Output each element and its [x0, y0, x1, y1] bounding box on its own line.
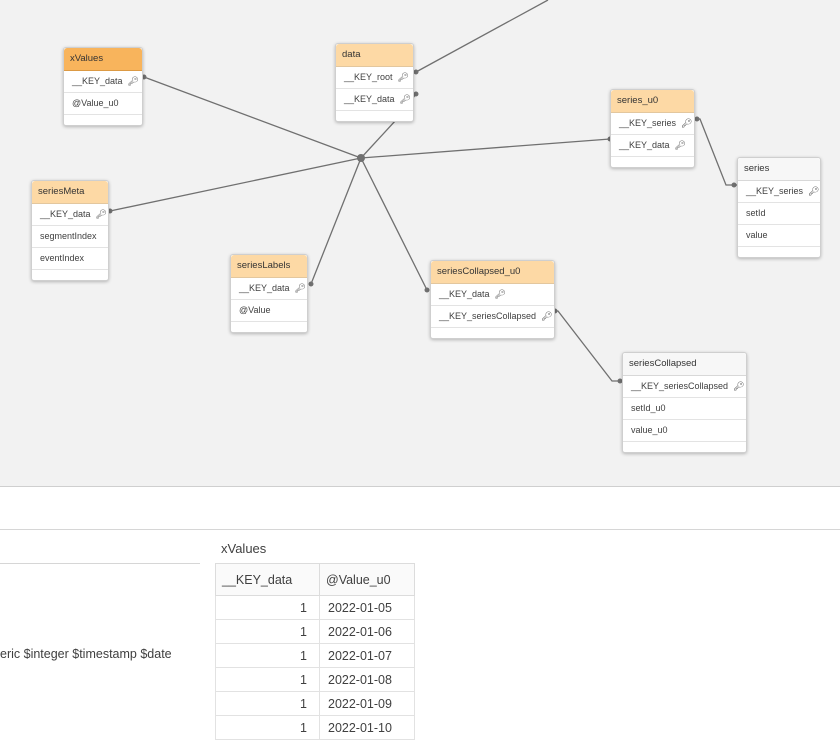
field-row[interactable]: value_u0 [623, 420, 746, 442]
field-row[interactable]: value [738, 225, 820, 247]
field-row[interactable]: segmentIndex [32, 226, 108, 248]
key-icon: 🔑︎ [294, 283, 306, 293]
table-title[interactable]: seriesLabels [231, 255, 307, 278]
table-cell: 1 [215, 595, 320, 620]
table-card-series_u0[interactable]: series_u0 __KEY_series🔑︎ __KEY_data🔑︎ [610, 89, 695, 168]
key-icon: 🔑︎ [681, 118, 693, 128]
field-row[interactable]: __KEY_root🔑︎ [336, 67, 413, 89]
field-row[interactable]: __KEY_series🔑︎ [611, 113, 694, 135]
hub-node [357, 154, 365, 162]
table-title[interactable]: data [336, 44, 413, 67]
field-row[interactable]: __KEY_series🔑︎ [738, 181, 820, 203]
table-title[interactable]: seriesMeta [32, 181, 108, 204]
table-card-seriesCollapsed[interactable]: seriesCollapsed __KEY_seriesCollapsed🔑︎ … [622, 352, 747, 453]
key-icon: 🔑︎ [674, 140, 686, 150]
field-row[interactable]: __KEY_data🔑︎ [64, 71, 142, 93]
field-row[interactable]: eventIndex [32, 248, 108, 270]
link-hub-seriesMeta [109, 157, 362, 212]
table-card-xValues[interactable]: xValues __KEY_data🔑︎ @Value_u0 [63, 47, 143, 126]
table-header-row: __KEY_data @Value_u0 [215, 563, 415, 596]
link-hub-seriesCollapsed_u0 [360, 157, 428, 291]
field-row[interactable]: @Value_u0 [64, 93, 142, 115]
field-row[interactable]: @Value [231, 300, 307, 322]
column-header[interactable]: @Value_u0 [319, 563, 415, 596]
key-icon: 🔑︎ [95, 209, 107, 219]
table-title[interactable]: series [738, 158, 820, 181]
panel-divider[interactable] [0, 529, 840, 530]
table-cell: 2022-01-09 [319, 691, 415, 716]
table-cell: 2022-01-07 [319, 643, 415, 668]
data-model-canvas[interactable]: xValues __KEY_data🔑︎ @Value_u0 data __KE… [0, 0, 840, 487]
field-row[interactable]: __KEY_seriesCollapsed🔑︎ [623, 376, 746, 398]
preview-title: xValues [221, 541, 267, 556]
key-icon: 🔑︎ [494, 289, 506, 299]
field-row[interactable]: __KEY_data🔑︎ [336, 89, 413, 111]
table-card-seriesCollapsed_u0[interactable]: seriesCollapsed_u0 __KEY_data🔑︎ __KEY_se… [430, 260, 555, 339]
column-header[interactable]: __KEY_data [215, 563, 320, 596]
link-hub-data [360, 119, 397, 159]
table-cell: 2022-01-10 [319, 715, 415, 740]
details-panel-separator [0, 563, 200, 564]
key-icon: 🔑︎ [399, 94, 411, 104]
table-cell: 1 [215, 643, 320, 668]
link-hub-series_u0 [360, 138, 611, 159]
field-tags-text: eric $integer $timestamp $date [0, 647, 172, 661]
field-row[interactable]: __KEY_seriesCollapsed🔑︎ [431, 306, 554, 328]
table-cell: 1 [215, 715, 320, 740]
table-card-seriesLabels[interactable]: seriesLabels __KEY_data🔑︎ @Value [230, 254, 308, 333]
table-cell: 1 [215, 667, 320, 692]
field-row[interactable]: __KEY_data🔑︎ [32, 204, 108, 226]
link-hub-seriesLabels [310, 157, 362, 285]
key-icon: 🔑︎ [127, 76, 139, 86]
table-title[interactable]: series_u0 [611, 90, 694, 113]
table-cell: 2022-01-08 [319, 667, 415, 692]
field-row[interactable]: __KEY_data🔑︎ [231, 278, 307, 300]
table-card-seriesMeta[interactable]: seriesMeta __KEY_data🔑︎ segmentIndex eve… [31, 180, 109, 281]
key-icon: 🔑︎ [397, 72, 409, 82]
table-cell: 2022-01-06 [319, 619, 415, 644]
link-series_u0-series [697, 118, 738, 186]
table-title[interactable]: seriesCollapsed [623, 353, 746, 376]
table-cell: 2022-01-05 [319, 595, 415, 620]
table-card-series[interactable]: series __KEY_series🔑︎ setId value [737, 157, 821, 258]
key-icon: 🔑︎ [733, 381, 745, 391]
table-card-data[interactable]: data __KEY_root🔑︎ __KEY_data🔑︎ [335, 43, 414, 122]
key-icon: 🔑︎ [808, 186, 820, 196]
field-row[interactable]: __KEY_data🔑︎ [431, 284, 554, 306]
link-data-external [415, 0, 549, 73]
link-seriesCollapsed_u0-seriesCollapsed [555, 310, 624, 382]
field-row[interactable]: setId_u0 [623, 398, 746, 420]
table-title[interactable]: xValues [64, 48, 142, 71]
table-cell: 1 [215, 619, 320, 644]
table-title[interactable]: seriesCollapsed_u0 [431, 261, 554, 284]
field-row[interactable]: setId [738, 203, 820, 225]
key-icon: 🔑︎ [541, 311, 553, 321]
field-row[interactable]: __KEY_data🔑︎ [611, 135, 694, 157]
table-cell: 1 [215, 691, 320, 716]
link-hub-xValues [143, 76, 362, 159]
